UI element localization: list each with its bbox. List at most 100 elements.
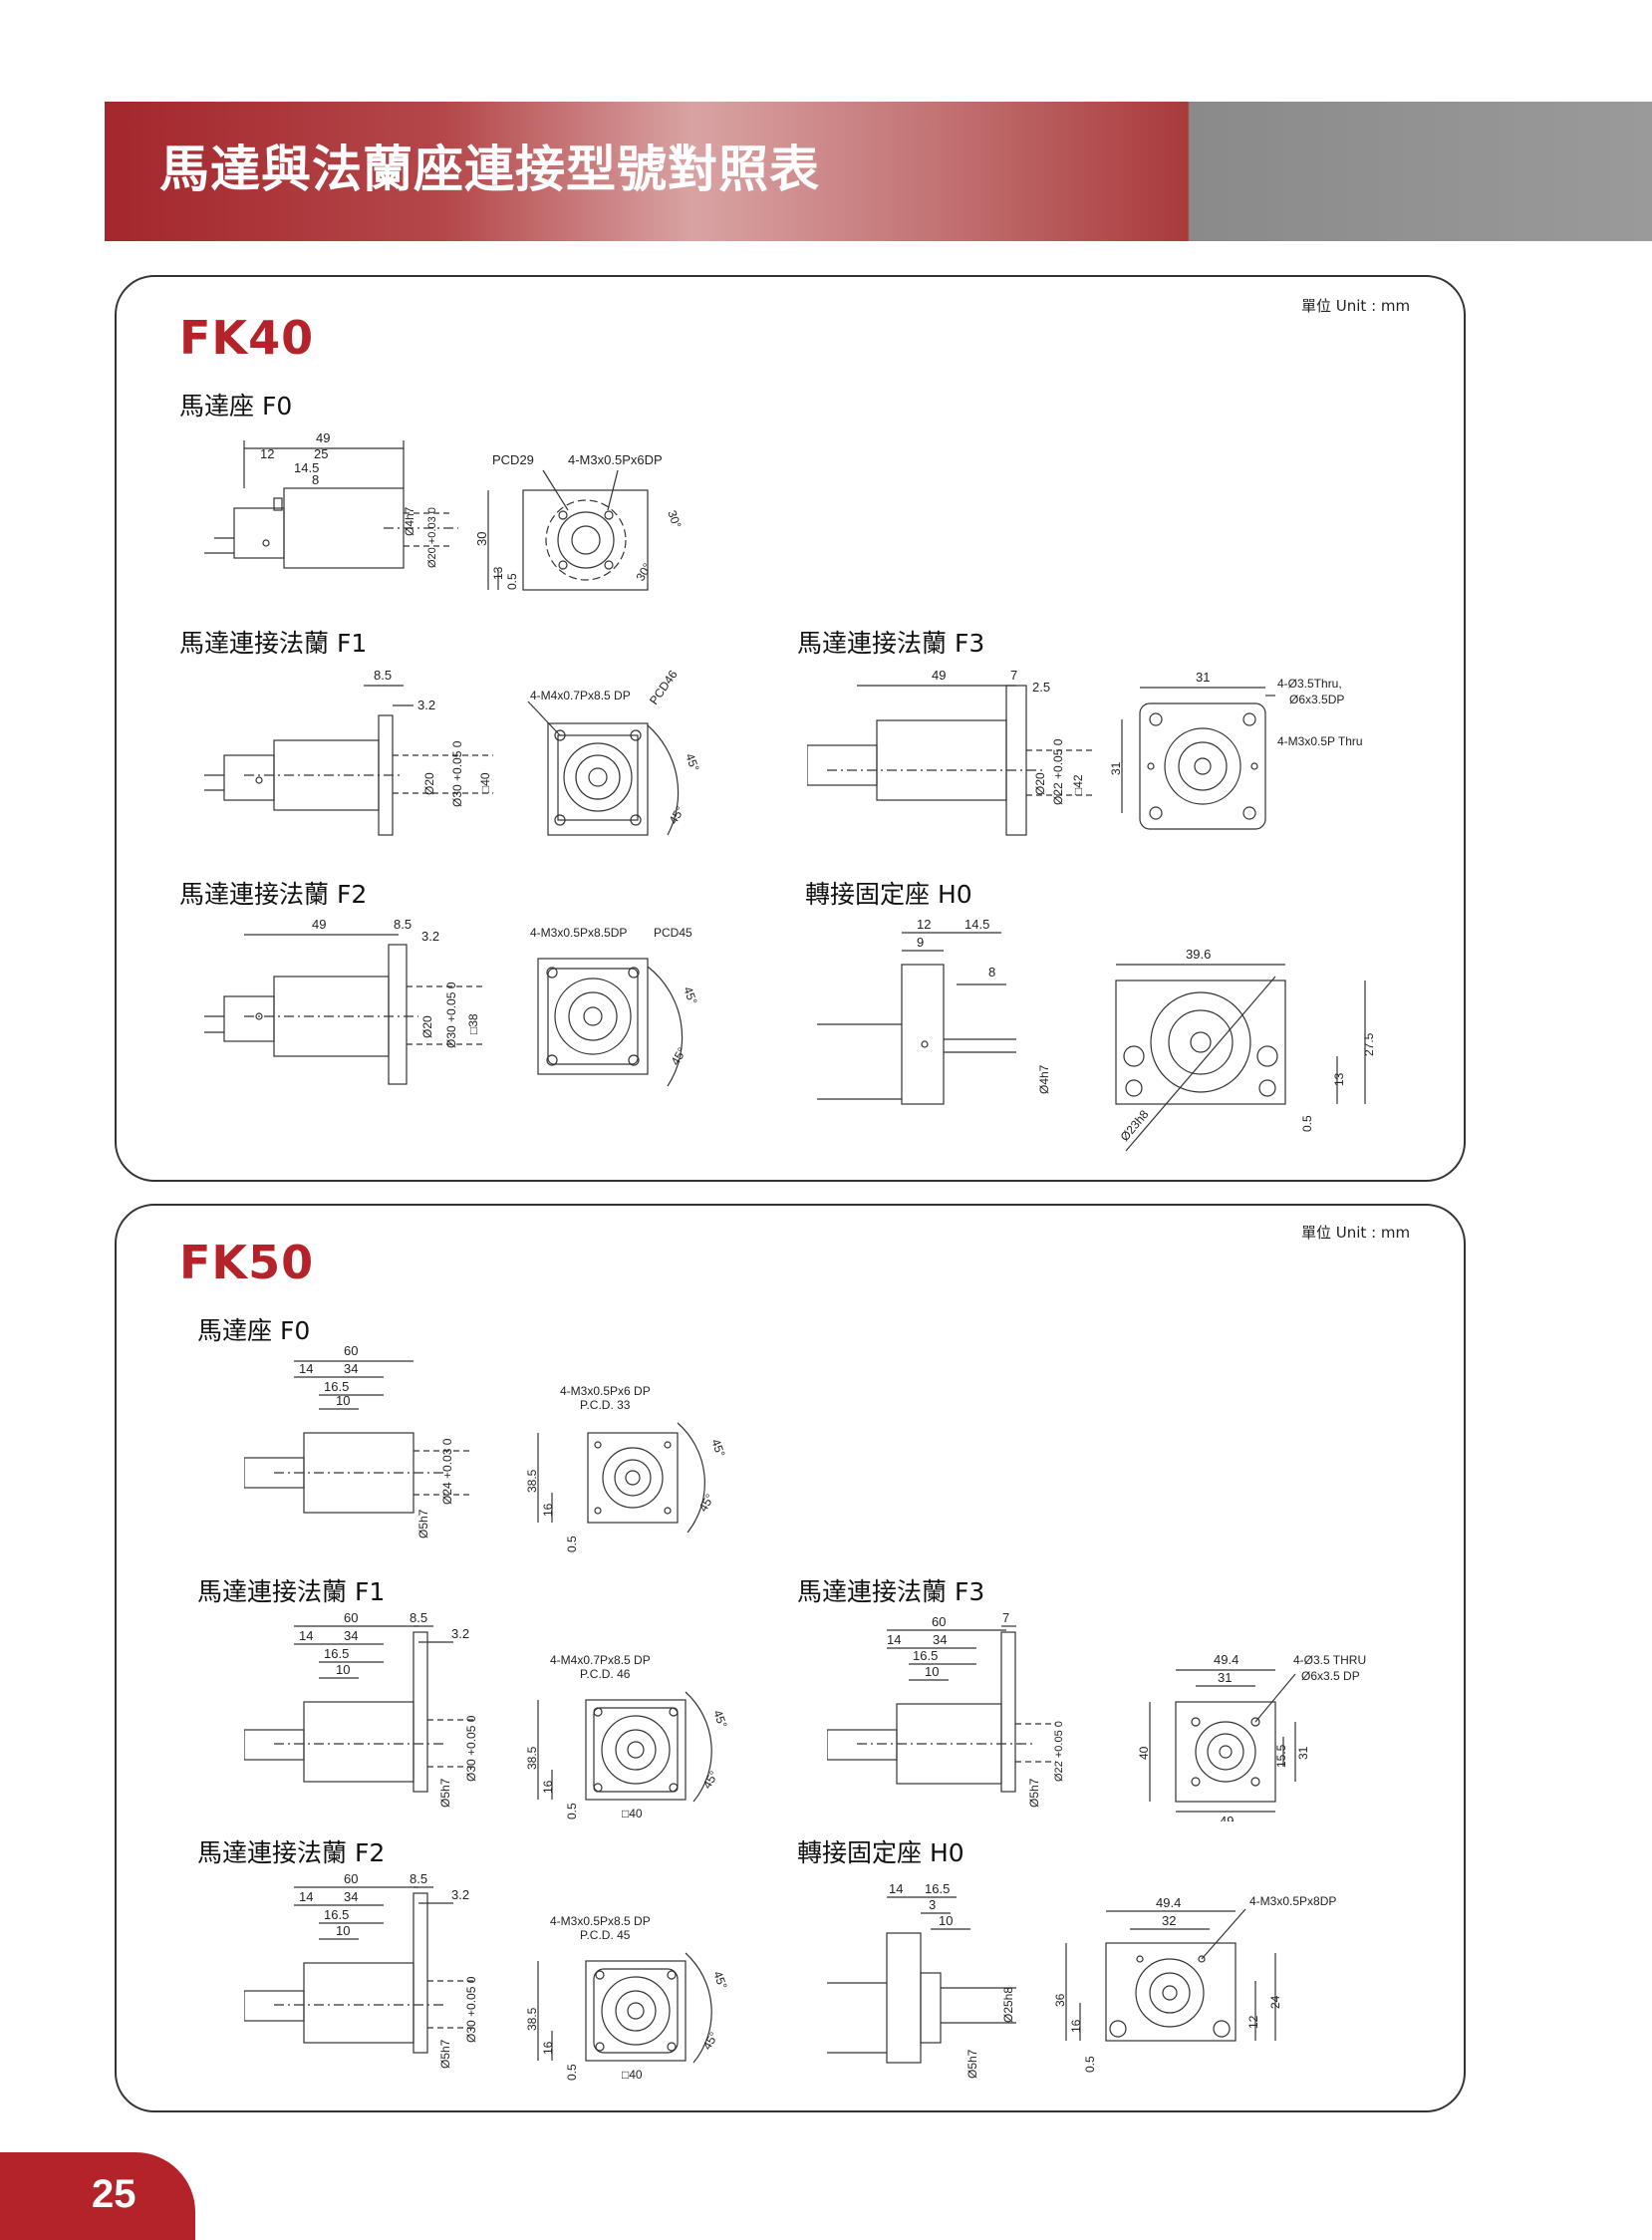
dim-label: Ø22 +0.05 0 <box>1053 1721 1065 1782</box>
fk50-f0-side-drawing: 60 14 34 16.5 10 Ø5h7 Ø24 +0.03 0 <box>244 1343 473 1539</box>
dim-label: 31 <box>1218 1670 1232 1685</box>
header-banner <box>105 102 1652 241</box>
dim-label: 10 <box>336 1923 350 1938</box>
dim-label: 12 <box>260 446 274 461</box>
dim-label: 10 <box>925 1664 939 1679</box>
dim-label: 0.5 <box>1083 2056 1097 2073</box>
fk40-f3-front-drawing: 31 31 4-Ø3.5Thru, Ø6x3.5DP 4-M3x0.5P Thr… <box>1109 670 1363 830</box>
dim-label: Ø5h7 <box>416 1509 430 1539</box>
dim-label: Ø20 <box>1033 772 1047 795</box>
dim-label: 3.2 <box>421 929 439 944</box>
dim-label: □40 <box>478 772 492 793</box>
dim-label: 10 <box>939 1913 953 1928</box>
dim-label: 32 <box>1162 1913 1176 1928</box>
dim-label: 10 <box>336 1393 350 1408</box>
dim-label: 31 <box>1109 761 1123 775</box>
section-title-f2: 馬達連接法蘭 F2 <box>179 880 368 909</box>
dim-label: 15.5 <box>1274 1744 1288 1768</box>
model-title: FK40 <box>179 311 315 365</box>
dim-label: 13 <box>1332 1072 1346 1086</box>
dim-label: PCD46 <box>647 668 681 707</box>
dim-label: □40 <box>622 2068 643 2082</box>
dim-label: Ø20 +0.03 0 <box>426 507 438 568</box>
dim-label: 24 <box>1268 1995 1282 2009</box>
dim-label: PCD45 <box>654 926 692 940</box>
dim-label: 60 <box>932 1614 946 1629</box>
dim-label: 14 <box>889 1883 903 1896</box>
fk50-f2-side-drawing: 60 8.5 14 34 3.2 16.5 10 Ø5h7 Ø30 +0.05 … <box>244 1873 478 2069</box>
dim-label: Ø22 +0.05 0 <box>1051 738 1065 805</box>
dim-label: 13 <box>491 566 505 580</box>
dim-label: 31 <box>1296 1746 1310 1760</box>
dim-label: 4-M3x0.5Px8.5 DP <box>550 1914 651 1928</box>
dim-label: P.C.D. 45 <box>580 1928 631 1942</box>
fk40-f3-side-drawing: 49 7 2.5 Ø20 Ø22 +0.05 0 □42 <box>807 668 1096 836</box>
dim-label: Ø6x3.5DP <box>1289 693 1344 706</box>
dim-label: 45° <box>708 1437 727 1459</box>
dim-label: 14 <box>299 1361 313 1376</box>
dim-label: 0.5 <box>565 2064 579 2081</box>
dim-label: PCD29 <box>492 452 534 467</box>
dim-label: 4-M3x0.5Px8DP <box>1249 1894 1336 1908</box>
dim-label: Ø5h7 <box>965 2049 979 2079</box>
unit-label: 單位 Unit : mm <box>1301 297 1411 315</box>
dim-label: 8.5 <box>410 1612 427 1625</box>
panel-fk40 <box>115 275 1466 1182</box>
fk50-h0-front-drawing: 49.4 32 4-M3x0.5Px8DP 36 16 0.5 12 24 <box>1053 1894 1336 2073</box>
dim-label: 31 <box>1196 670 1210 685</box>
dim-label: Ø20 <box>420 1015 434 1038</box>
dim-label: 45° <box>681 984 699 1006</box>
dim-label: 0.5 <box>565 1536 579 1552</box>
dim-label: 49.4 <box>1214 1652 1239 1667</box>
dim-label: 0.5 <box>505 573 519 590</box>
dim-label: P.C.D. 33 <box>580 1398 631 1412</box>
dim-label: 16 <box>1069 2019 1083 2033</box>
dim-label: 49 <box>932 668 946 683</box>
dim-label: □42 <box>1071 774 1085 795</box>
dim-label: 16 <box>541 2041 555 2055</box>
dim-label: 36 <box>1053 1993 1067 2007</box>
dim-label: 16.5 <box>913 1648 938 1663</box>
dim-label: 45° <box>695 1492 716 1515</box>
dim-label: 34 <box>344 1361 358 1376</box>
dim-label: Ø24 +0.03 0 <box>440 1438 454 1505</box>
section-title-f1: 馬達連接法蘭 F1 <box>197 1577 386 1606</box>
dim-label: 0.5 <box>565 1803 579 1820</box>
panel-fk50 <box>115 1204 1466 2112</box>
dim-label: 16 <box>541 1780 555 1794</box>
dim-label: 16.5 <box>324 1907 349 1922</box>
model-title: FK50 <box>179 1236 315 1289</box>
dim-label: □40 <box>622 1807 643 1820</box>
fk50-f1-front-drawing: 4-M4x0.7Px8.5 DP P.C.D. 46 38.5 16 0.5 □… <box>525 1653 730 1820</box>
dim-label: 49 <box>1220 1814 1234 1821</box>
dim-label: P.C.D. 46 <box>580 1667 631 1681</box>
dim-label: 16.5 <box>324 1379 349 1394</box>
dim-label: 45° <box>710 1708 729 1730</box>
dim-label: 10 <box>336 1662 350 1677</box>
dim-label: 49 <box>316 430 330 445</box>
dim-label: 4-Ø3.5 THRU <box>1293 1653 1366 1667</box>
dim-label: 39.6 <box>1186 947 1211 962</box>
unit-label: 單位 Unit : mm <box>1301 1224 1411 1242</box>
page-title: 馬達與法蘭座連接型號對照表 <box>159 140 820 198</box>
section-title-f3: 馬達連接法蘭 F3 <box>797 629 985 658</box>
dim-label: 4-M3x0.5Px8.5DP <box>530 926 627 940</box>
dim-label: 3.2 <box>451 1887 469 1902</box>
dim-label: 2.5 <box>1032 680 1050 695</box>
dim-label: 4-M3x0.5Px6 DP <box>560 1384 651 1398</box>
dim-label: 34 <box>933 1632 947 1647</box>
fk40-h0-front-drawing: 39.6 27.5 13 0.5 Ø23h8 <box>1115 947 1376 1152</box>
dim-label: 0.5 <box>1300 1115 1314 1132</box>
dim-label: Ø30 +0.05 0 <box>450 740 464 807</box>
dim-label: 8.5 <box>394 917 412 932</box>
dim-label: 8.5 <box>410 1873 427 1886</box>
dim-label: 38.5 <box>525 1746 539 1770</box>
dim-label: 7 <box>1010 668 1017 683</box>
dim-label: 34 <box>344 1889 358 1904</box>
fk50-f1-side-drawing: 60 8.5 14 34 3.2 16.5 10 Ø5h7 Ø30 +0.05 … <box>244 1612 478 1808</box>
dim-label: 60 <box>344 1343 358 1358</box>
dim-label: Ø30 +0.05 0 <box>464 1976 478 2043</box>
dim-label: 4-M3x0.5Px6DP <box>568 452 663 467</box>
dim-label: Ø5h7 <box>1027 1778 1041 1808</box>
fk40-f1-front-drawing: 4-M4x0.7Px8.5 DP PCD46 45° 45° <box>527 668 702 836</box>
